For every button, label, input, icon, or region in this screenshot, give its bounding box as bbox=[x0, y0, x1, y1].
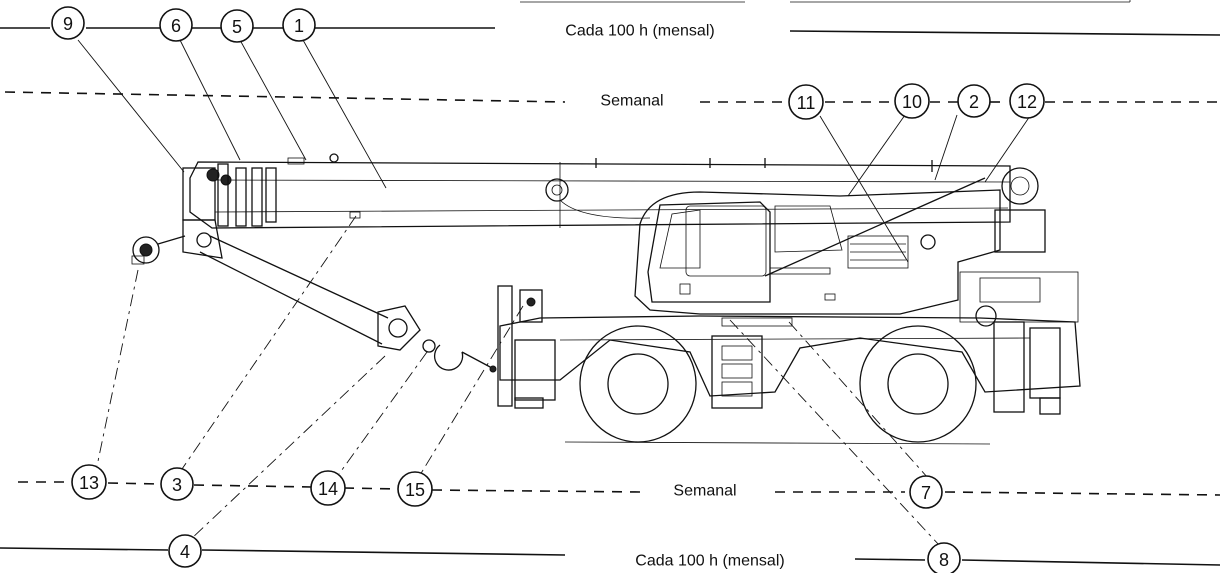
boom-head bbox=[182, 163, 277, 259]
svg-text:10: 10 bbox=[902, 92, 922, 112]
callout-15: 15 bbox=[397, 471, 433, 507]
svg-text:2: 2 bbox=[969, 92, 979, 112]
front-wheel bbox=[579, 325, 697, 443]
callout-7: 7 bbox=[909, 475, 943, 509]
label-top-monthly: Cada 100 h (mensal) bbox=[565, 23, 714, 40]
bottom-monthly-line bbox=[0, 547, 1220, 566]
callout-10: 10 bbox=[894, 83, 930, 119]
svg-text:14: 14 bbox=[318, 479, 338, 499]
callout-5: 5 bbox=[220, 9, 254, 43]
svg-text:7: 7 bbox=[921, 483, 931, 503]
svg-text:6: 6 bbox=[171, 16, 181, 36]
svg-text:3: 3 bbox=[172, 475, 182, 495]
svg-text:8: 8 bbox=[939, 550, 949, 570]
callout-3: 3 bbox=[160, 467, 194, 501]
callout-2: 2 bbox=[957, 84, 991, 118]
jib bbox=[199, 235, 497, 373]
winch bbox=[994, 167, 1046, 253]
callout-14: 14 bbox=[310, 470, 346, 506]
callout-12: 12 bbox=[1009, 83, 1045, 119]
svg-text:15: 15 bbox=[405, 480, 425, 500]
svg-text:12: 12 bbox=[1017, 92, 1037, 112]
upper-weekly-line bbox=[4, 91, 1220, 103]
boom bbox=[189, 153, 1011, 229]
svg-text:11: 11 bbox=[797, 93, 816, 113]
callouts: 9 6 5 1 11 10 2 12 13 3 14 15 7 4 8 bbox=[51, 6, 1045, 576]
top-monthly-line bbox=[0, 0, 1220, 36]
svg-text:4: 4 bbox=[180, 542, 190, 562]
callout-4: 4 bbox=[168, 534, 202, 568]
callout-1: 1 bbox=[282, 8, 316, 42]
callout-9: 9 bbox=[51, 6, 85, 40]
label-upper-weekly: Semanal bbox=[600, 93, 663, 110]
leader-lines bbox=[77, 39, 1031, 547]
svg-text:5: 5 bbox=[232, 17, 242, 37]
carrier bbox=[497, 271, 1081, 415]
rear-wheel bbox=[859, 325, 977, 443]
label-bottom-monthly: Cada 100 h (mensal) bbox=[635, 553, 784, 570]
crane-drawing bbox=[131, 153, 1081, 445]
callout-6: 6 bbox=[159, 8, 193, 42]
svg-text:1: 1 bbox=[294, 16, 304, 36]
lower-weekly-line bbox=[18, 481, 1220, 496]
auxiliary-hook bbox=[131, 235, 186, 265]
callout-11: 11 bbox=[788, 84, 824, 120]
svg-text:9: 9 bbox=[63, 14, 73, 34]
superstructure bbox=[634, 177, 1001, 315]
label-lower-weekly: Semanal bbox=[673, 483, 736, 500]
callout-13: 13 bbox=[71, 464, 107, 500]
ground-line bbox=[564, 441, 991, 445]
svg-text:13: 13 bbox=[79, 473, 99, 493]
callout-8: 8 bbox=[927, 542, 961, 576]
